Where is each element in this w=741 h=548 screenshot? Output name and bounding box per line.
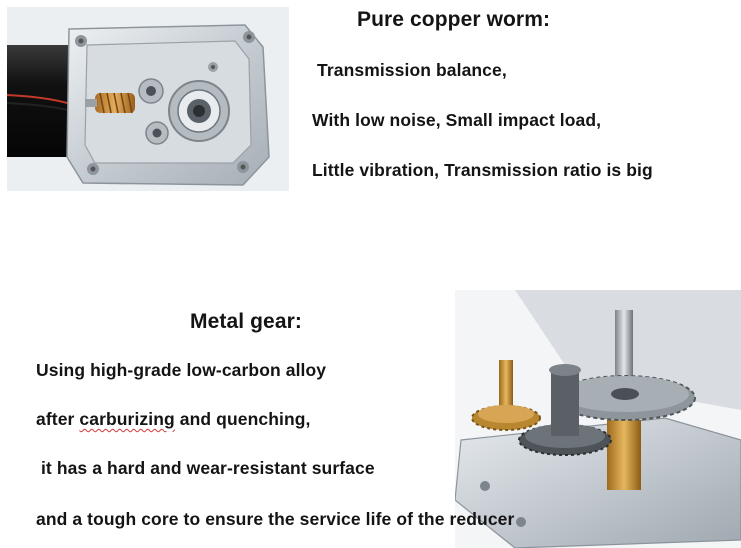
metal-gears-photo (455, 290, 741, 548)
worm-gearbox-illustration (7, 24, 270, 186)
gear-line-3: it has a hard and wear-resistant surface (36, 458, 375, 478)
large-bearing (168, 80, 230, 142)
small-bearing-bottom (145, 121, 169, 145)
gear-line-2-end: and quenching, (174, 409, 311, 429)
brass-bushing (607, 420, 641, 490)
large-output-gear (554, 375, 696, 421)
small-bearing-top (138, 78, 164, 104)
base-plate (455, 417, 741, 548)
dark-compound-gear (518, 364, 612, 456)
gear-line-2: after carburizing and quenching, (36, 409, 311, 430)
worm-line-2: With low noise, Small impact load, (312, 110, 602, 130)
gear-line-4: and a tough core to ensure the service l… (36, 509, 515, 529)
gear-line-1: Using high-grade low-carbon alloy (36, 360, 327, 380)
spellcheck-flagged-word: carburizing (79, 409, 175, 429)
worm-gearbox-photo (7, 7, 289, 191)
gear-heading: Metal gear: (190, 310, 302, 333)
worm-line-3: Little vibration, Transmission ratio is … (312, 160, 653, 180)
worm-line-1: Transmission balance, (317, 60, 507, 80)
metal-gears-illustration (455, 290, 741, 548)
copper-worm (85, 92, 135, 114)
gear-line-2-start: after (36, 409, 80, 429)
brass-gear (471, 360, 541, 431)
worm-heading: Pure copper worm: (357, 8, 551, 31)
